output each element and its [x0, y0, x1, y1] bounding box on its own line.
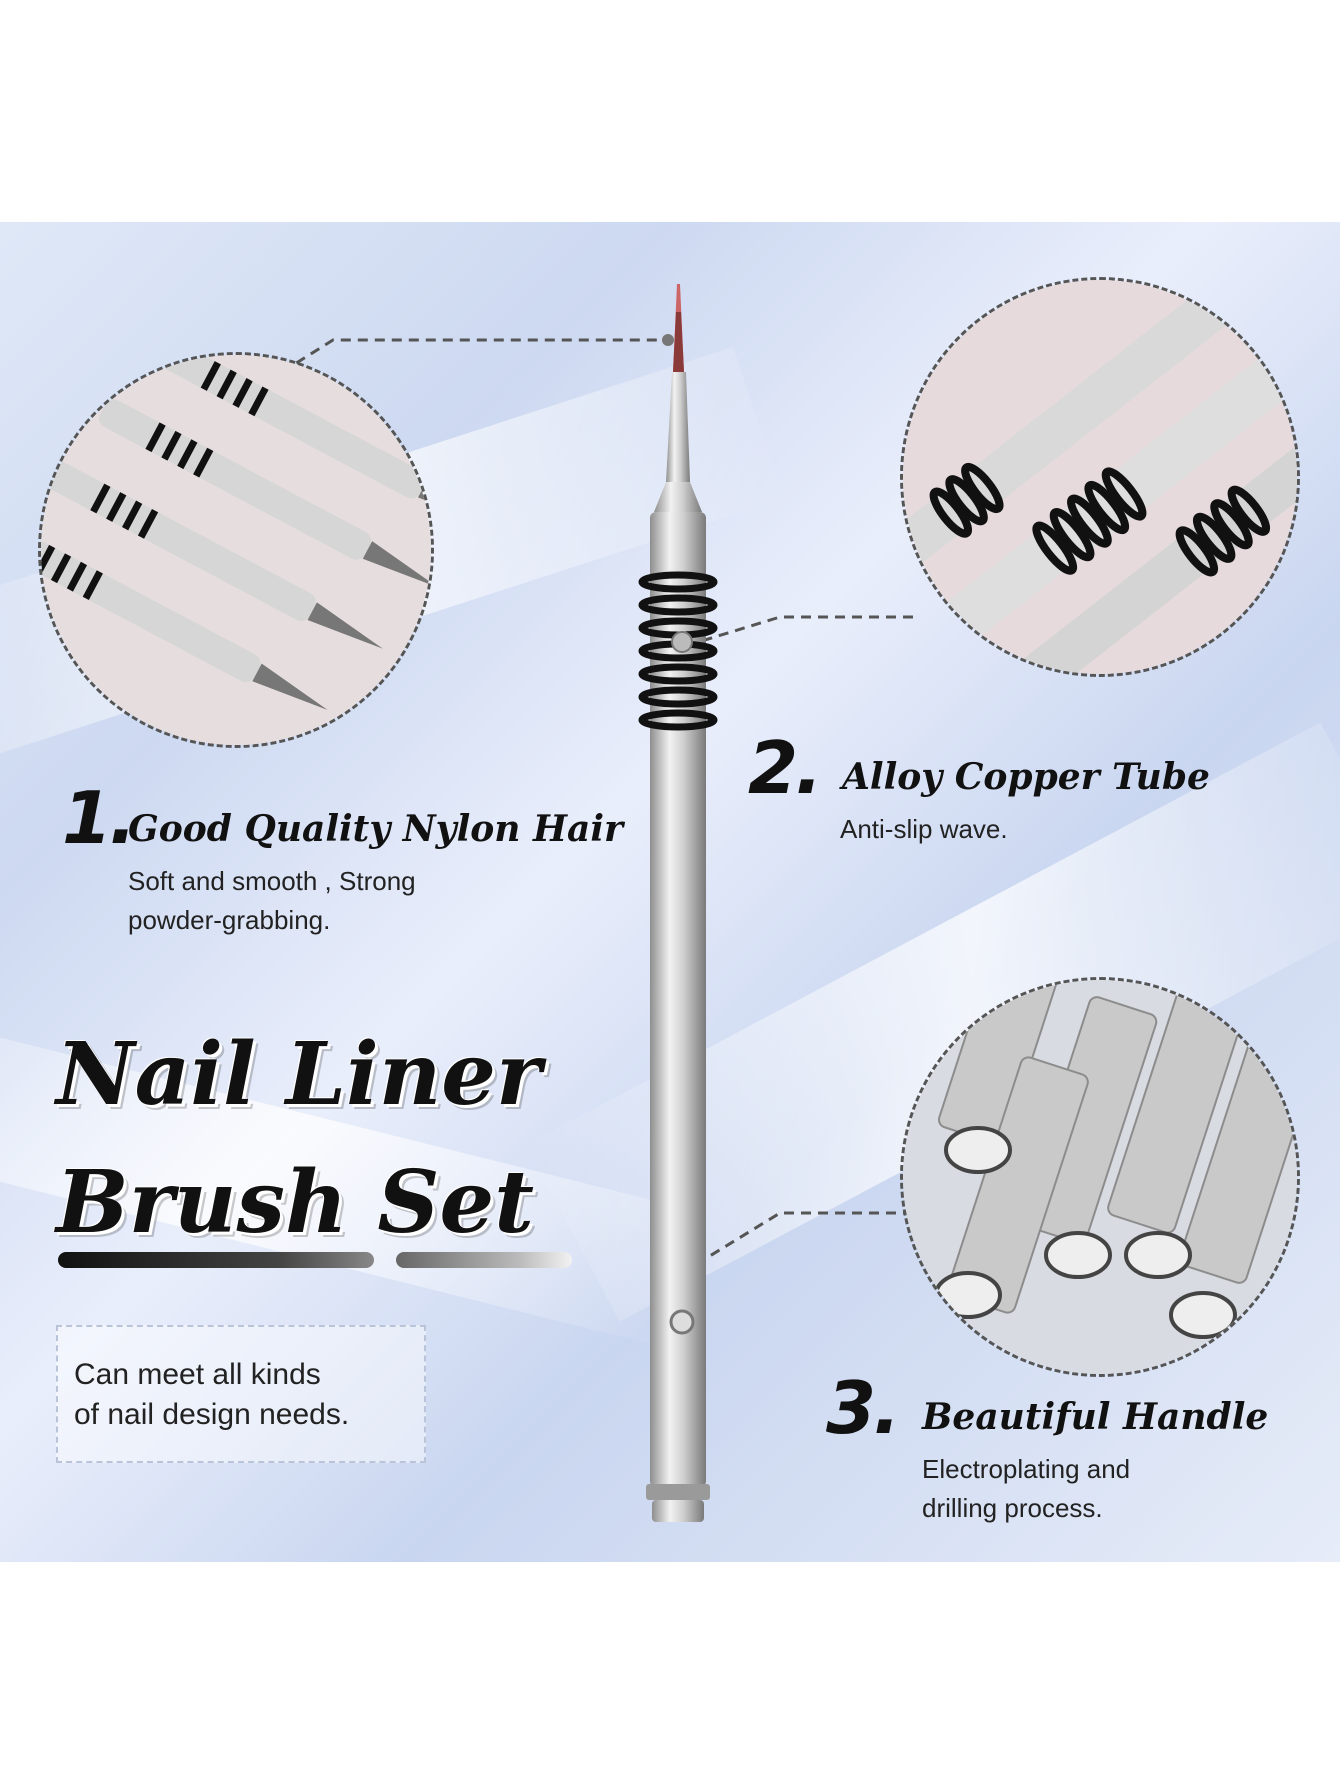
feature-3-heading: Beautiful Handle	[922, 1396, 1269, 1438]
handle-hole	[669, 1309, 695, 1335]
title-underline-dark	[58, 1252, 374, 1268]
feature-1-description: Soft and smooth , Strong powder-grabbing…	[128, 862, 416, 940]
usage-note-line2: of nail design needs.	[74, 1398, 350, 1431]
brush-illustration	[281, 284, 913, 1522]
product-title-line2: Brush Set	[56, 1152, 534, 1253]
feature-3-description: Electroplating and drilling process.	[922, 1450, 1130, 1528]
grip-rings	[638, 571, 718, 731]
ferrule	[666, 372, 690, 482]
feature-2-number: 2.	[748, 726, 822, 810]
usage-note-line1: Can meet all kinds	[74, 1358, 321, 1391]
copper-tube-detail-image	[900, 277, 1300, 677]
nylon-hair-detail-image	[38, 352, 434, 748]
usage-note-box: Can meet all kinds of nail design needs.	[56, 1325, 426, 1463]
feature-3-number: 3.	[826, 1366, 900, 1450]
feature-1-desc-line2: powder-grabbing.	[128, 905, 331, 935]
feature-3-desc-line2: drilling process.	[922, 1493, 1103, 1523]
feature-2-heading: Alloy Copper Tube	[842, 756, 1210, 798]
handle-detail-image	[900, 977, 1300, 1377]
feature-2-description: Anti-slip wave.	[840, 810, 1008, 849]
feature-1-number: 1.	[62, 776, 136, 860]
feature-1-heading: Good Quality Nylon Hair	[128, 808, 623, 850]
brush-handle	[650, 512, 706, 1487]
tip-marker	[662, 334, 674, 346]
feature-3-desc-line1: Electroplating and	[922, 1454, 1131, 1484]
feature-1-desc-line1: Soft and smooth , Strong	[128, 866, 416, 896]
title-underline-light	[396, 1252, 572, 1268]
product-panel: 1. Good Quality Nylon Hair Soft and smoo…	[0, 222, 1340, 1562]
product-title-line1: Nail Liner	[56, 1024, 542, 1125]
feature-2-desc-line1: Anti-slip wave.	[840, 814, 1008, 844]
